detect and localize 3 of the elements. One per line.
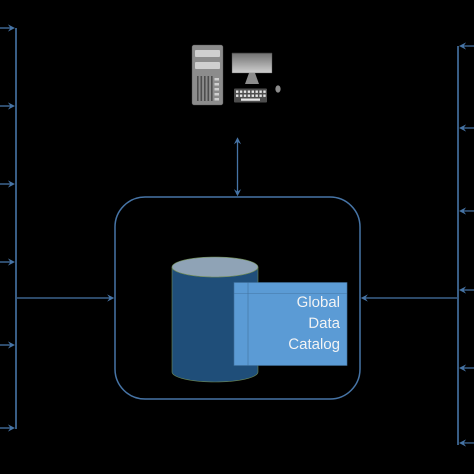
catalog-box: Global Data Catalog bbox=[234, 282, 348, 366]
computer-icon bbox=[192, 44, 281, 106]
rounded-box bbox=[114, 196, 361, 400]
